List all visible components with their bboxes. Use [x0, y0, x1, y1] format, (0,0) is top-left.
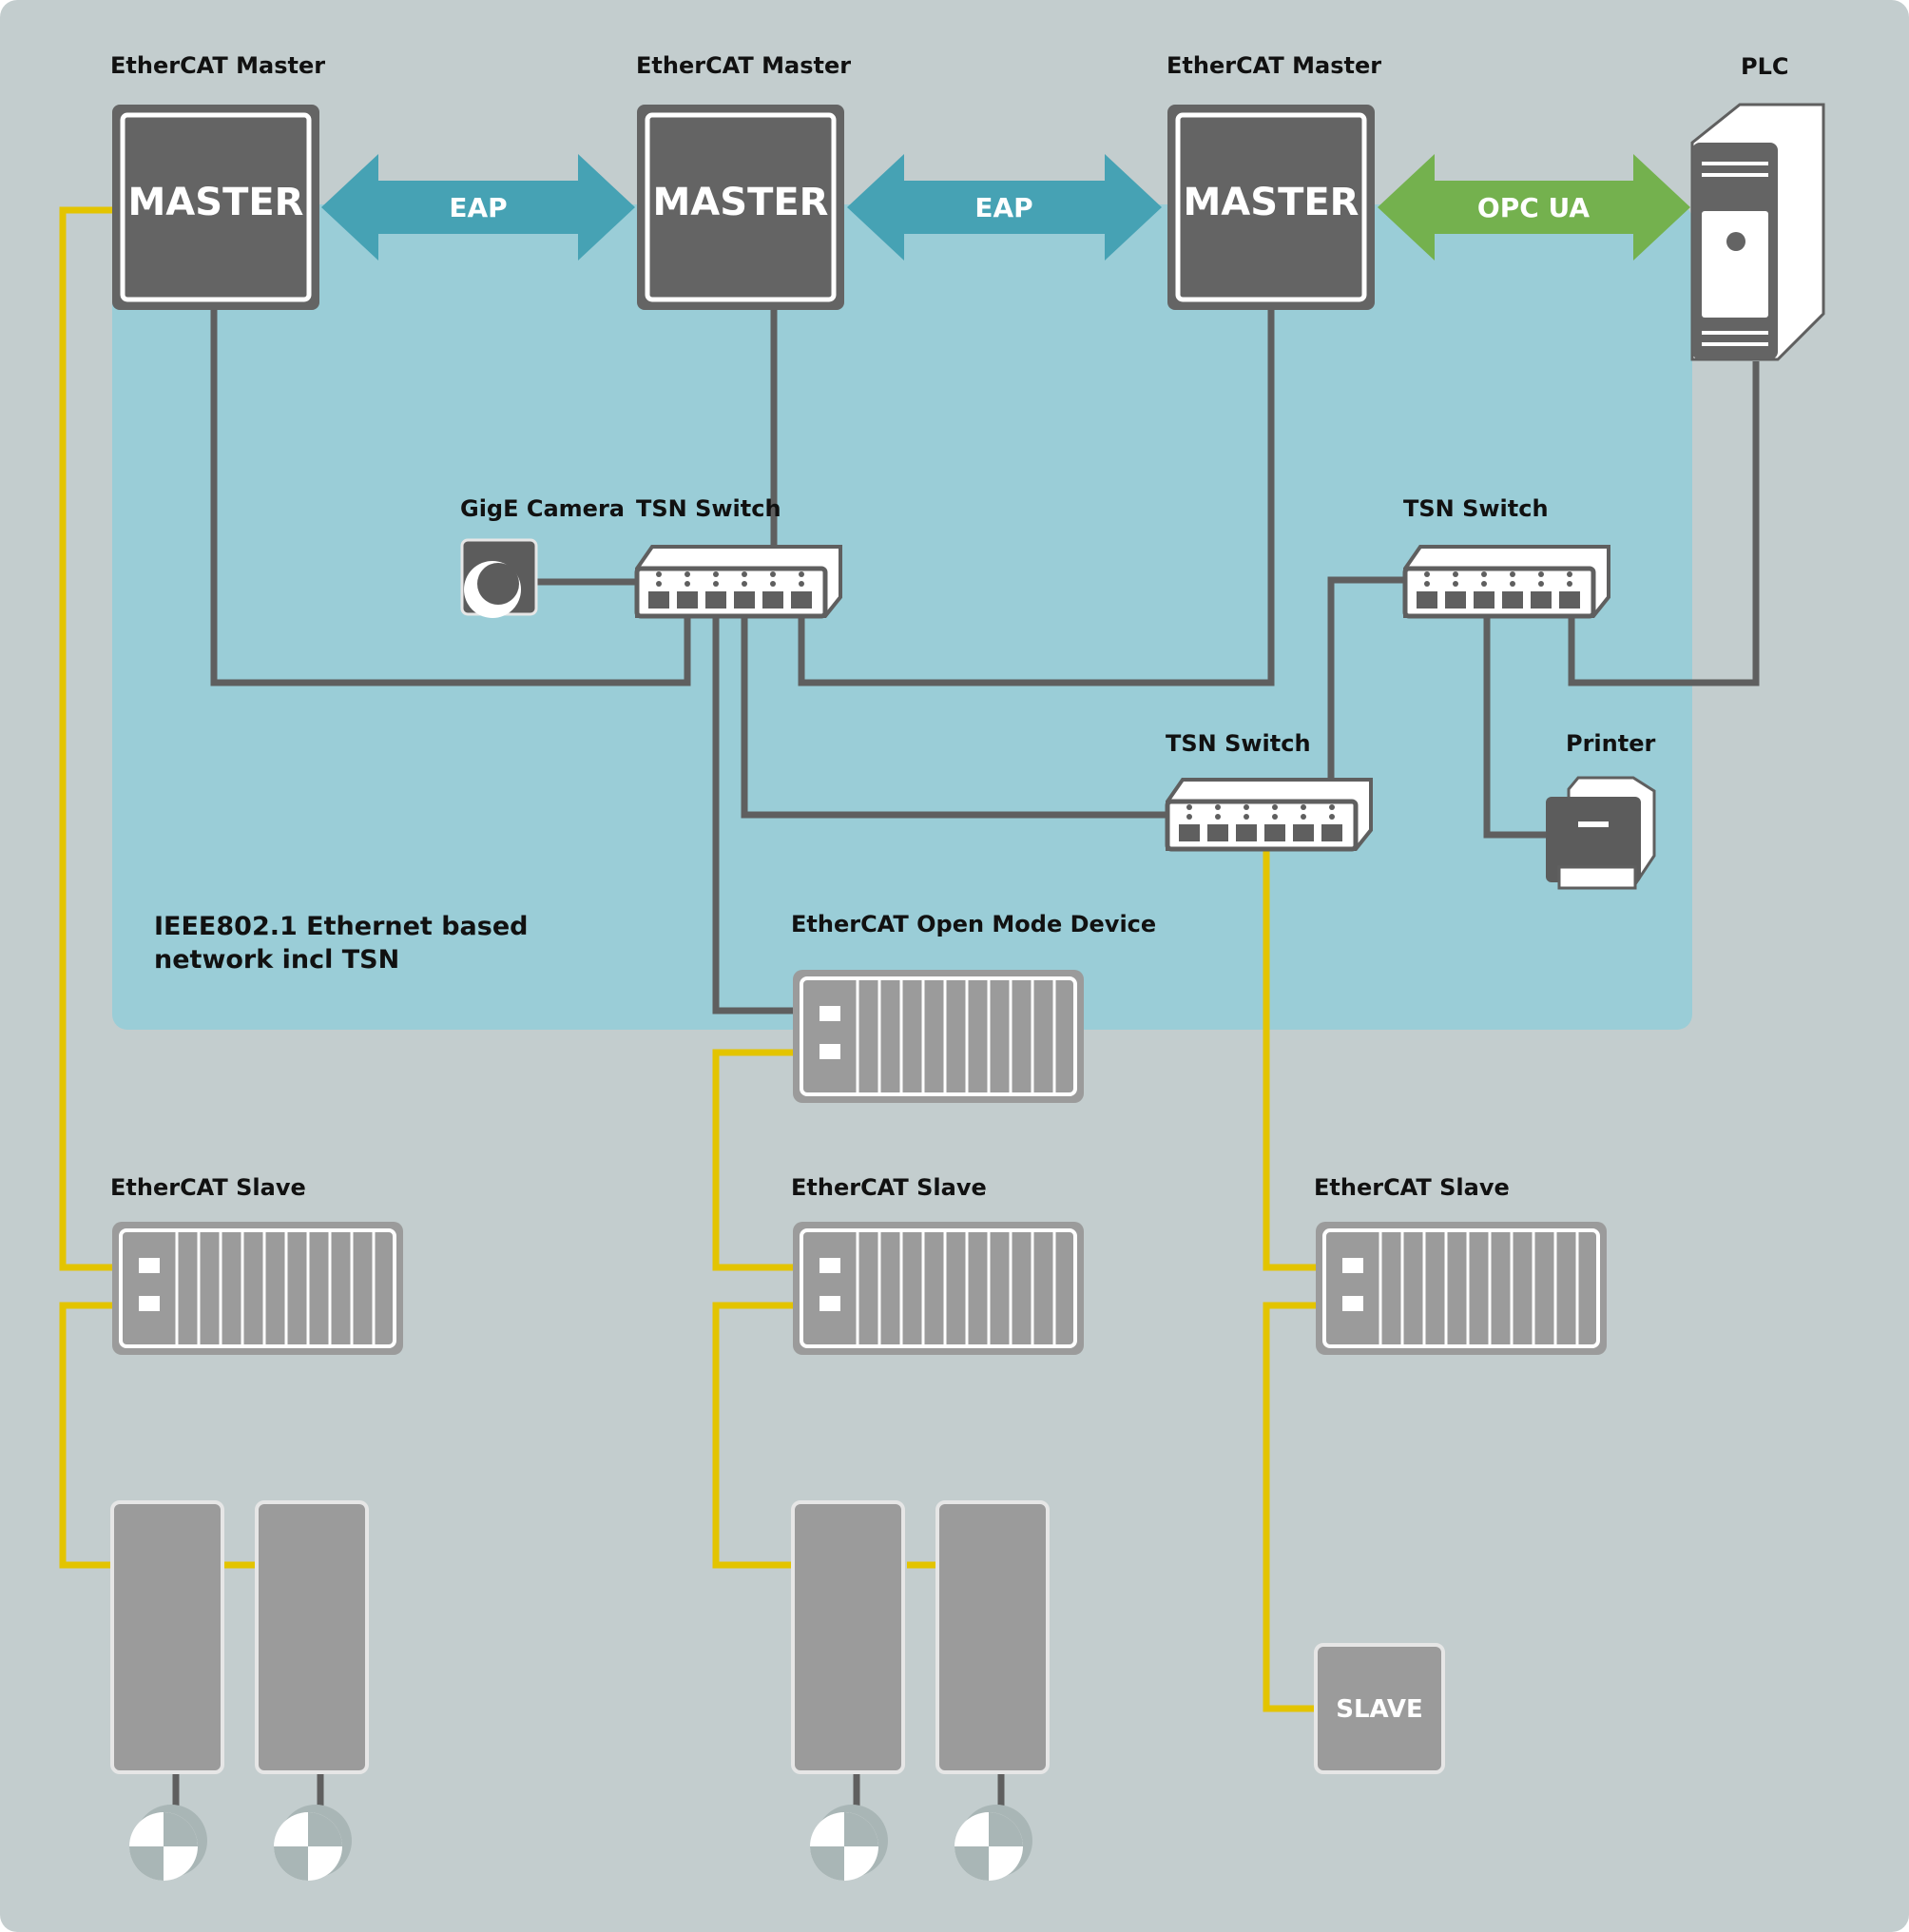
eap-arrow-2: EAP — [847, 154, 1162, 261]
ethernet-lines — [210, 309, 1760, 1014]
tsn-switch-1 — [634, 545, 842, 619]
master-box-1: MASTER — [112, 105, 319, 310]
slave-box: SLAVE — [1314, 1643, 1445, 1774]
motor-2-icon — [274, 1805, 352, 1881]
slave-box-text: SLAVE — [1336, 1695, 1423, 1724]
master-box-3: MASTER — [1167, 105, 1375, 310]
tsn-switch-3-label: TSN Switch — [1166, 730, 1311, 757]
drive-group-2 — [791, 1500, 1050, 1881]
gige-camera-label: GigE Camera — [460, 495, 625, 522]
plc-icon — [1690, 103, 1825, 361]
drive-4 — [935, 1500, 1050, 1774]
slave-3-label: EtherCAT Slave — [1314, 1174, 1510, 1201]
drive-1 — [110, 1500, 224, 1774]
ethercat-slave-1 — [112, 1222, 403, 1355]
plc-label: PLC — [1741, 53, 1789, 80]
eap-arrow-2-text: EAP — [974, 192, 1032, 223]
tsn-switch-2-label: TSN Switch — [1403, 495, 1549, 522]
printer-icon — [1546, 776, 1656, 890]
opc-ua-arrow: OPC UA — [1378, 154, 1690, 261]
opc-ua-arrow-text: OPC UA — [1477, 192, 1590, 223]
network-area-label-line2: network incl TSN — [154, 945, 399, 975]
master-2-label: EtherCAT Master — [636, 52, 851, 79]
eap-arrow-1: EAP — [321, 154, 635, 261]
eap-arrow-1-text: EAP — [449, 192, 507, 223]
master-box-1-text: MASTER — [128, 181, 304, 224]
slave-2-label: EtherCAT Slave — [791, 1174, 987, 1201]
printer-label: Printer — [1566, 730, 1655, 757]
motor-4-icon — [954, 1805, 1032, 1881]
drive-2 — [255, 1500, 369, 1774]
open-mode-device-label: EtherCAT Open Mode Device — [791, 911, 1156, 937]
ethercat-slave-3 — [1316, 1222, 1607, 1355]
tsn-switch-2 — [1402, 545, 1610, 619]
network-area-label-line1: IEEE802.1 Ethernet based — [154, 912, 528, 941]
slave-1-label: EtherCAT Slave — [110, 1174, 306, 1201]
tsn-switch-3 — [1165, 778, 1373, 852]
master-1-label: EtherCAT Master — [110, 52, 325, 79]
open-mode-device — [793, 970, 1084, 1103]
gige-camera-icon — [460, 538, 538, 618]
master-box-2-text: MASTER — [653, 181, 829, 224]
ethercat-slave-2 — [793, 1222, 1084, 1355]
drive-group-1 — [110, 1500, 369, 1881]
master-box-2: MASTER — [637, 105, 844, 310]
tsn-switch-1-label: TSN Switch — [636, 495, 781, 522]
drive-3 — [791, 1500, 905, 1774]
ethercat-lines — [59, 206, 1316, 1712]
motor-3-icon — [810, 1805, 888, 1881]
master-box-3-text: MASTER — [1184, 181, 1359, 224]
motor-1-icon — [129, 1805, 207, 1881]
master-3-label: EtherCAT Master — [1167, 52, 1381, 79]
